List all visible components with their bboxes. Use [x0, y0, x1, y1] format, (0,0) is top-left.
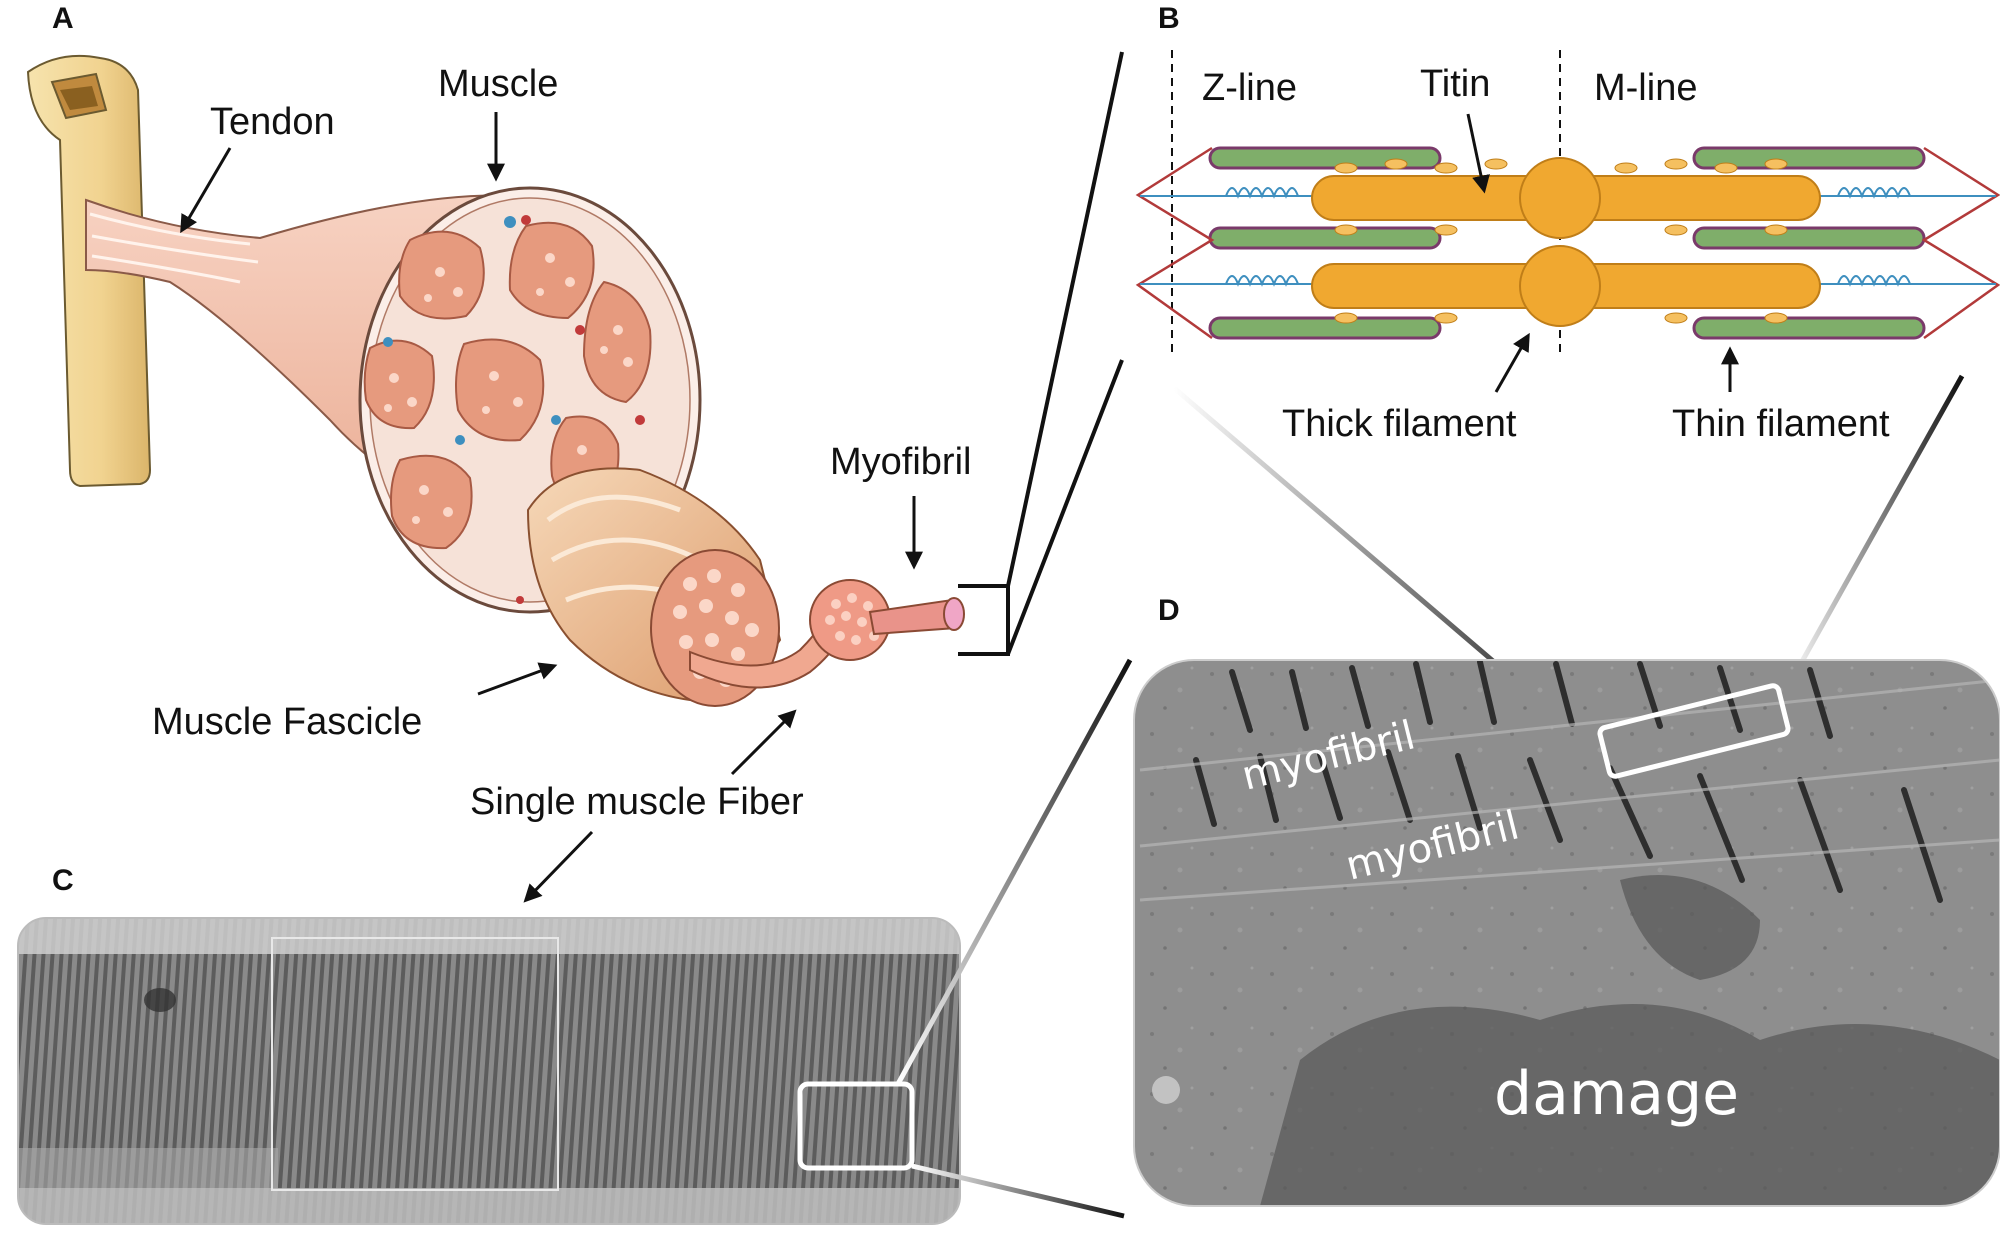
panel-label-c: C: [52, 864, 74, 897]
fiber-micrograph: [18, 918, 960, 1224]
label-single-muscle-fiber: Single muscle Fiber: [470, 781, 804, 823]
zoom-line-c-bottom: [911, 1163, 1125, 1219]
damage-region: [1260, 875, 2000, 1206]
panel-d: D myofibril: [1133, 594, 2000, 1207]
label-titin: Titin: [1420, 63, 1490, 105]
electron-micrograph: [1134, 660, 2000, 1206]
label-m-line: M-line: [1594, 67, 1697, 109]
z-disc: [1135, 146, 2000, 340]
zoom-box-c: [797, 1081, 915, 1171]
fiber-illustration: [689, 579, 965, 689]
panel-label-d: D: [1158, 594, 1180, 627]
thin-filaments: [1208, 146, 1926, 340]
label-thin-filament: Thin filament: [1672, 403, 1890, 445]
label-z-line: Z-line: [1202, 67, 1297, 109]
zoom-bracket: [958, 51, 1124, 656]
label-tendon: Tendon: [210, 101, 335, 143]
label-myofibril: Myofibril: [830, 441, 971, 483]
fascicle-bundles: [363, 221, 652, 550]
zoom-line-b-right: [1783, 374, 1965, 692]
label-thick-filament: Thick filament: [1282, 403, 1517, 445]
panel-c: C: [17, 658, 1133, 1225]
label-muscle: Muscle: [438, 63, 558, 105]
label-damage: damage: [1494, 1059, 1739, 1129]
thick-filaments: [1311, 157, 1821, 327]
blood-vessels: [383, 215, 645, 604]
panel-label-b: B: [1158, 2, 1180, 35]
panel-a: A: [26, 2, 1124, 903]
label-muscle-fascicle: Muscle Fascicle: [152, 701, 422, 743]
zoom-box-d: [1597, 683, 1791, 779]
panel-label-a: A: [52, 2, 74, 35]
zoom-line-c-top: [895, 658, 1133, 1086]
panel-b: B: [1135, 2, 2000, 758]
